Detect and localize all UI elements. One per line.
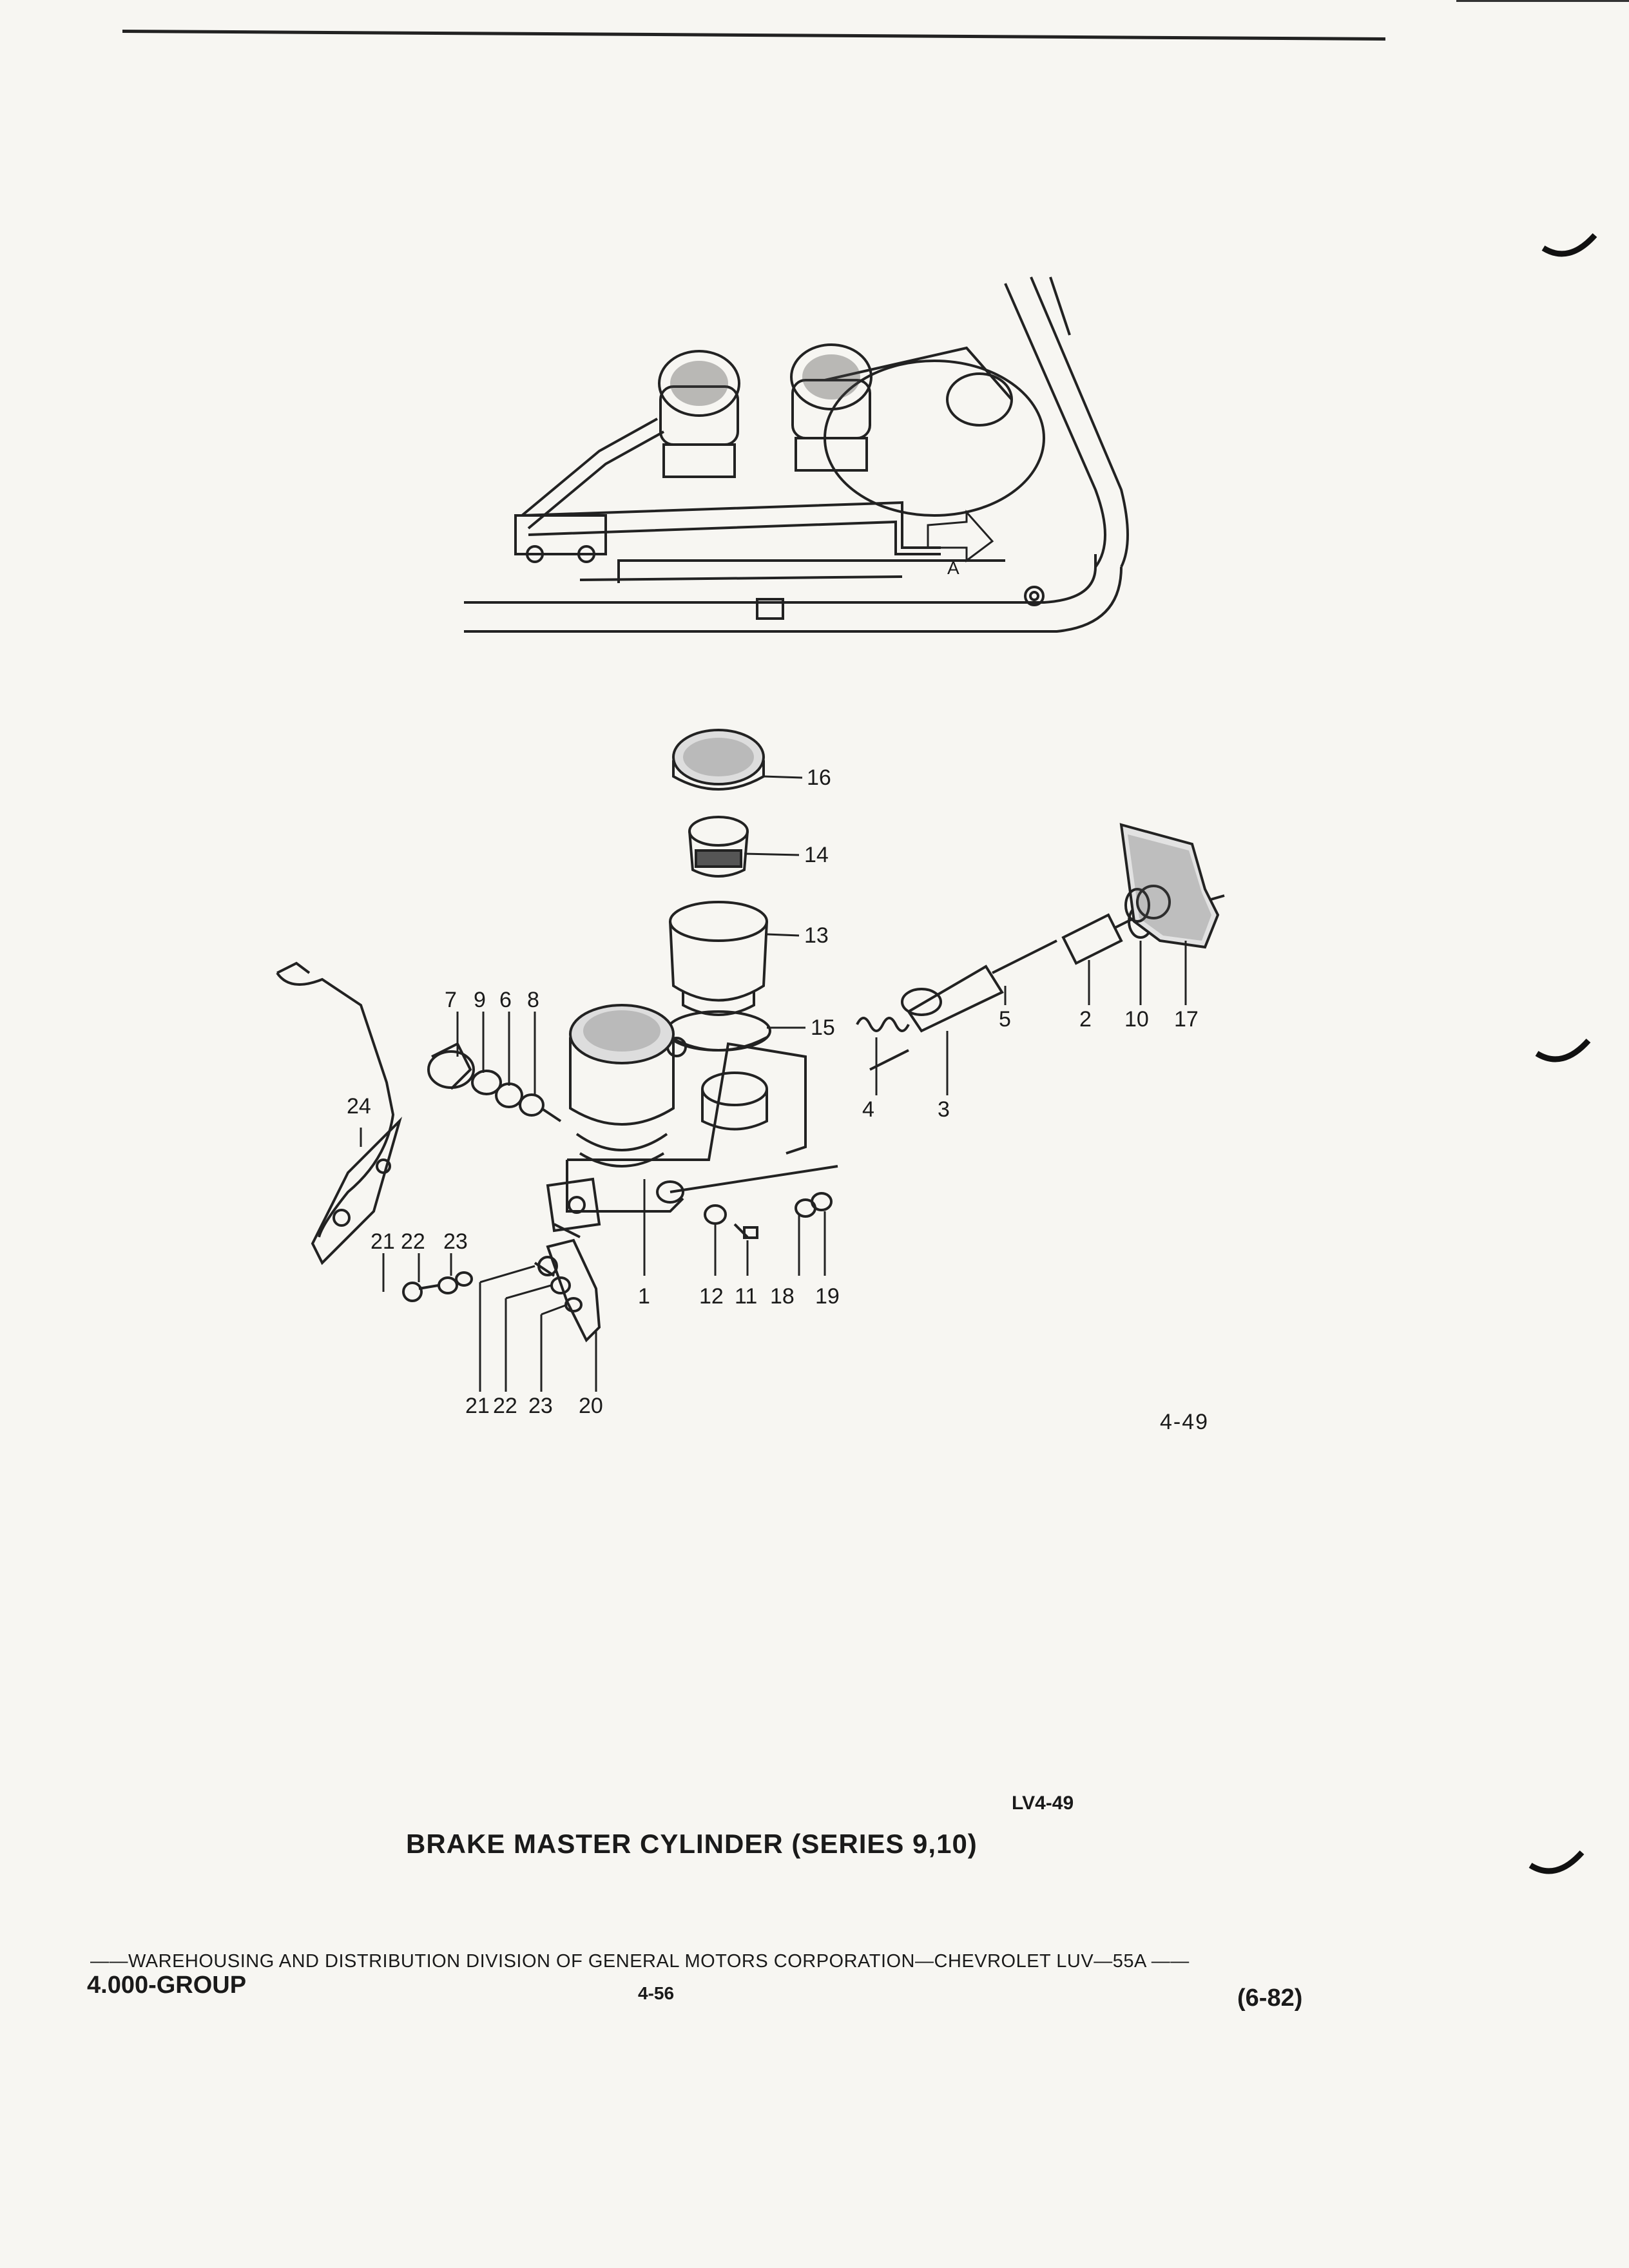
callout-22: 22 <box>401 1229 425 1254</box>
callout-16: 16 <box>807 765 831 790</box>
callout-1: 1 <box>638 1284 650 1309</box>
figure-number: 4-49 <box>1160 1410 1210 1434</box>
callout-3: 3 <box>938 1097 950 1122</box>
callout-21: 21 <box>371 1229 395 1254</box>
callout-21b: 21 <box>465 1394 490 1418</box>
callout-12: 12 <box>699 1284 724 1309</box>
callout-23: 23 <box>443 1229 468 1254</box>
callout-2: 2 <box>1079 1007 1092 1032</box>
callout-24: 24 <box>347 1094 371 1119</box>
callout-10: 10 <box>1124 1007 1149 1032</box>
footer-page-number: 4-56 <box>638 1983 675 2003</box>
figure-caption: BRAKE MASTER CYLINDER (SERIES 9,10) <box>406 1829 978 1859</box>
figure-code: LV4-49 <box>1012 1792 1074 1814</box>
corner-mark <box>1456 0 1629 7</box>
callout-13: 13 <box>804 923 829 948</box>
callout-5: 5 <box>999 1007 1011 1032</box>
callout-17: 17 <box>1174 1007 1199 1032</box>
binding-mark-icon <box>1535 1038 1591 1062</box>
callout-14: 14 <box>804 843 829 867</box>
callout-19: 19 <box>815 1284 840 1309</box>
view-marker: A <box>947 558 959 578</box>
binding-mark-icon <box>1528 1850 1585 1874</box>
callout-18: 18 <box>770 1284 795 1309</box>
callout-8: 8 <box>527 988 539 1012</box>
callout-20: 20 <box>579 1394 603 1418</box>
callout-11: 11 <box>735 1284 758 1309</box>
callout-7: 7 <box>445 988 457 1012</box>
binding-mark-icon <box>1541 233 1597 257</box>
footer-publisher-line: ——WAREHOUSING AND DISTRIBUTION DIVISION … <box>90 1951 1190 1972</box>
callout-22b: 22 <box>493 1394 517 1418</box>
callout-4: 4 <box>862 1097 874 1122</box>
footer-group: 4.000-GROUP <box>87 1972 247 1999</box>
callout-6: 6 <box>499 988 512 1012</box>
footer-date: (6-82) <box>1237 1984 1303 2012</box>
callout-9: 9 <box>474 988 486 1012</box>
callout-15: 15 <box>811 1015 835 1040</box>
callout-23b: 23 <box>528 1394 553 1418</box>
